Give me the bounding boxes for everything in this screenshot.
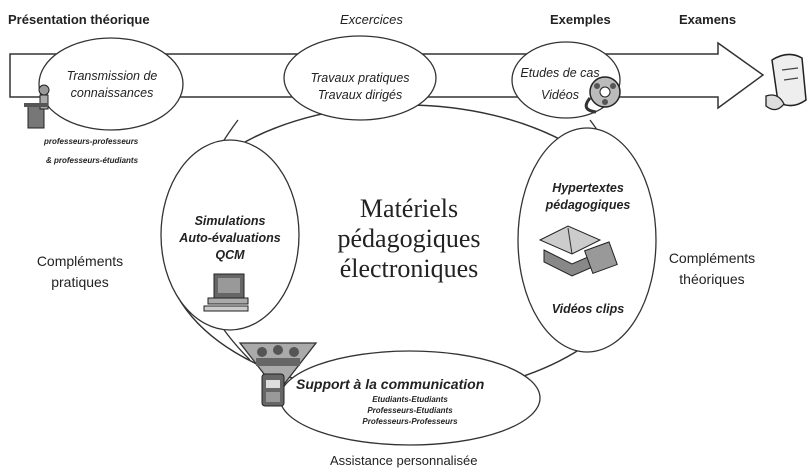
travaux-text: Travaux pratiques Travaux dirigés: [296, 70, 424, 104]
teacher-podium-icon: [24, 84, 50, 129]
telephone-icon: [261, 373, 285, 407]
right-bubble-title: Hypertextes pédagogiques: [535, 180, 641, 214]
travaux-line-1: Travaux pratiques: [310, 71, 410, 85]
left-bubble-line-1: Simulations: [194, 214, 266, 228]
right-bubble-line-1: Hypertextes: [552, 181, 624, 195]
header-exercices: Excercices: [340, 12, 403, 27]
simulations-ellipse: [160, 139, 300, 331]
header-exemples: Exemples: [550, 12, 611, 27]
complements-pratiques: Compléments pratiques: [20, 251, 140, 293]
center-line-1: Matériels: [359, 194, 459, 223]
books-icon: [538, 225, 618, 277]
footer-label: Assistance personnalisée: [330, 453, 478, 468]
side-left-line-1: Compléments: [36, 253, 124, 269]
center-line-3: électroniques: [339, 254, 479, 283]
left-bubble-line-3: QCM: [215, 248, 245, 262]
support-lines: Etudiants-Etudiants Professeurs-Etudiant…: [340, 394, 480, 427]
side-right-line-1: Compléments: [668, 250, 756, 266]
complements-theoriques: Compléments théoriques: [652, 248, 772, 290]
support-line-1: Etudiants-Etudiants: [372, 395, 448, 404]
etudes-line-1: Etudes de cas: [520, 66, 600, 80]
side-left-line-2: pratiques: [51, 274, 109, 290]
film-reel-icon: [584, 76, 621, 114]
support-line-2: Professeurs-Etudiants: [367, 406, 453, 415]
center-title: Matériels pédagogiques électroniques: [334, 194, 484, 284]
right-bubble-line-2: pédagogiques: [545, 198, 631, 212]
transmission-line-1: Transmission de: [66, 69, 158, 83]
people-meeting-icon: [238, 342, 318, 394]
center-line-2: pédagogiques: [337, 224, 481, 253]
profs-line-2: & professeurs-étudiants: [46, 156, 139, 165]
video-clips-label: Vidéos clips: [551, 302, 625, 316]
left-bubble-line-2: Auto-évaluations: [179, 231, 281, 245]
travaux-line-2: Travaux dirigés: [317, 88, 403, 102]
transmission-line-2: connaissances: [70, 86, 154, 100]
etudes-text: Etudes de cas Vidéos: [520, 62, 600, 106]
etudes-line-2: Vidéos: [541, 88, 579, 102]
profs-line-1: professeurs-professeurs: [44, 137, 139, 146]
diploma-scroll-icon: [765, 53, 807, 111]
header-presentation: Présentation théorique: [8, 12, 150, 27]
transmission-text: Transmission de connaissances: [60, 68, 164, 102]
transmission-ellipse: [38, 37, 184, 131]
left-bubble-text: Simulations Auto-évaluations QCM: [168, 213, 292, 264]
computer-icon: [203, 273, 249, 312]
side-right-line-2: théoriques: [679, 271, 745, 287]
header-examens: Examens: [679, 12, 737, 27]
support-line-3: Professeurs-Professeurs: [362, 417, 458, 426]
support-title: Support à la communication: [296, 376, 485, 392]
travaux-ellipse: [283, 35, 437, 121]
